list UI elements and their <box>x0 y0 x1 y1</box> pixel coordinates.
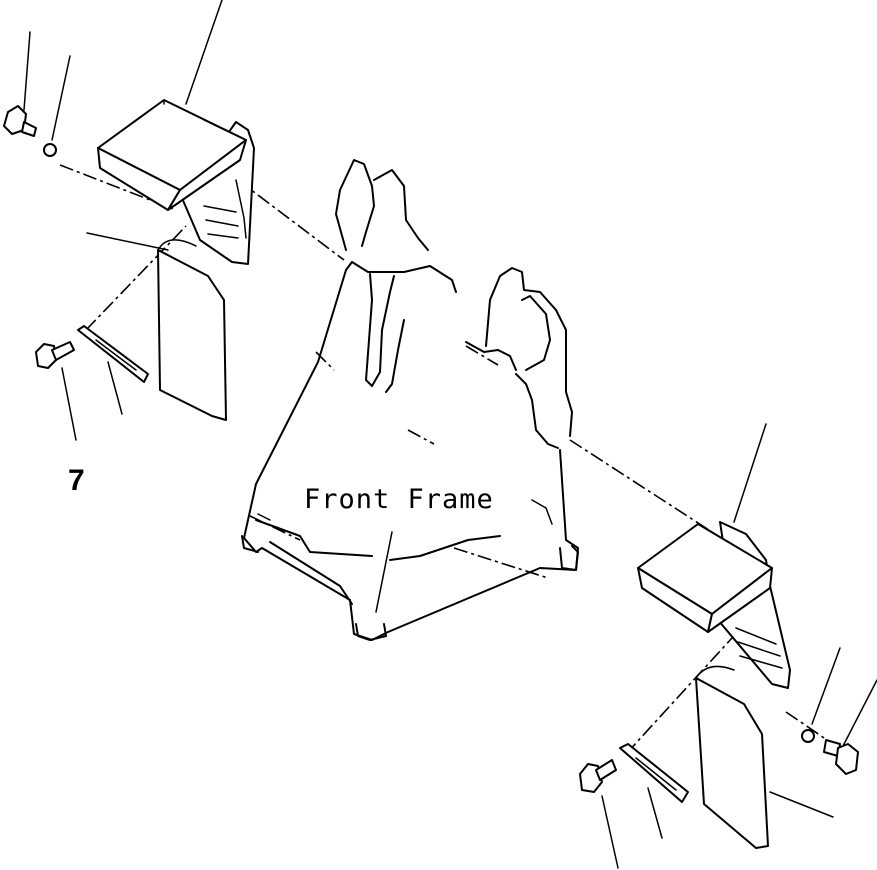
left-top-bolt <box>3 105 57 157</box>
front-frame <box>241 159 579 641</box>
left-fender-bracket <box>97 99 255 265</box>
leader-lines <box>23 0 877 869</box>
right-mudflap <box>695 665 769 849</box>
left-lower-bolt <box>35 341 75 369</box>
left-mudflap <box>157 239 227 421</box>
callout-number-7: 7 <box>68 464 85 497</box>
left-strap <box>77 325 149 383</box>
right-strap <box>619 743 689 803</box>
right-fender-bracket <box>637 521 791 689</box>
right-top-bolt <box>801 729 859 775</box>
assembly-centerlines <box>59 164 831 755</box>
right-lower-bolt <box>579 759 617 793</box>
front-frame-label: Front Frame <box>304 484 494 515</box>
